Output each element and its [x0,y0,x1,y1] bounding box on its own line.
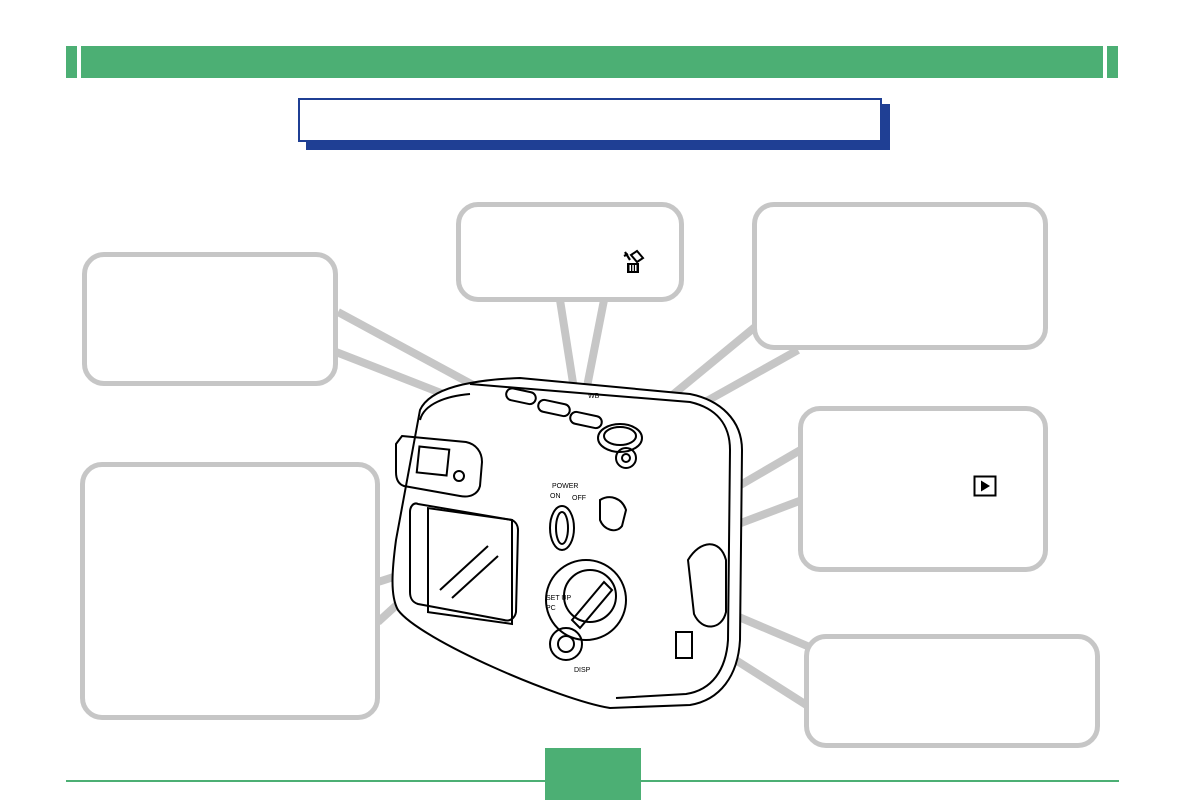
callout-middle-left [80,462,380,720]
label-disp: DISP [574,667,591,674]
delete-trash-icon [623,249,645,273]
page-number-tab [545,748,641,800]
callout-top-center [456,202,684,302]
callout-top-left [82,252,338,386]
header-bar [81,46,1103,78]
label-wb: WB [588,393,600,400]
callout-top-right [752,202,1048,350]
label-pc: PC [546,605,556,612]
callout-bottom-right [804,634,1100,748]
callout-middle-right [798,406,1048,572]
camera-body [391,376,744,710]
label-power: POWER [552,483,578,490]
play-icon [973,475,997,497]
camera-labels: POWER ON OFF SET UP PC DISP WB [546,393,600,674]
label-on: ON [550,493,561,500]
header-bar-right-cap [1107,46,1118,78]
label-off: OFF [572,495,586,502]
label-setup: SET UP [546,595,571,602]
header-bar-left-cap [66,46,77,78]
section-title-box [298,98,882,142]
